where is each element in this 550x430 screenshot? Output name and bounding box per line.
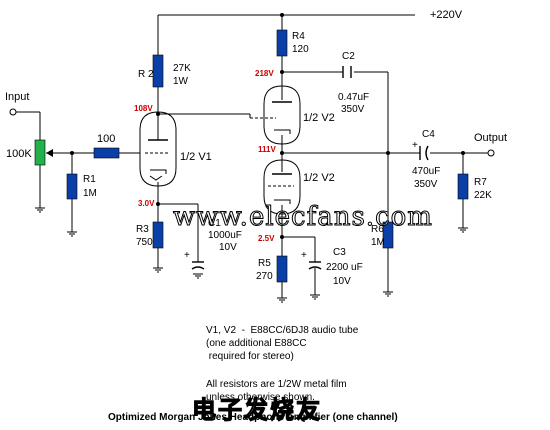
output-terminal — [487, 149, 495, 157]
r1-name: R1 — [83, 174, 96, 185]
tube-note: V1, V2 - E88CC/6DJ8 audio tube (one addi… — [206, 325, 359, 362]
c1-value: 1000uF — [208, 230, 242, 241]
capacitor-c3 — [308, 261, 322, 270]
r4-value: 120 — [292, 44, 309, 55]
tube-v2-top-label: 1/2 V2 — [303, 112, 335, 124]
resistor-r2 — [152, 54, 164, 88]
r2-value: 27K — [173, 63, 191, 74]
c1-voltage: 10V — [219, 242, 237, 253]
ground-r5 — [277, 297, 287, 303]
r3-name: R3 — [136, 224, 149, 235]
resistor-r5 — [276, 255, 288, 283]
c3-value: 2200 uF — [326, 262, 363, 273]
c4-value: 470uF — [412, 166, 440, 177]
capacitor-c4 — [419, 145, 429, 161]
tube-v2-bottom — [263, 159, 301, 215]
capacitor-c1 — [191, 261, 205, 270]
ground-c1 — [193, 273, 203, 279]
input-terminal — [9, 108, 17, 116]
c3-name: C3 — [333, 247, 346, 258]
capacitor-c2 — [340, 66, 352, 78]
voltage-111: 111V — [258, 145, 276, 154]
terminals — [9, 108, 495, 157]
svg-text:+: + — [412, 140, 418, 151]
watermark-chinese: 电子发烧友 — [192, 396, 322, 424]
ground-r6 — [383, 291, 393, 297]
c2-value: 0.47uF — [338, 92, 369, 103]
svg-text:+: + — [301, 250, 307, 261]
resistor-note: All resistors are 1/2W metal film unless… — [206, 379, 347, 403]
voltage-218: 218V — [255, 69, 274, 78]
ground-c3 — [310, 294, 320, 300]
c4-name: C4 — [422, 129, 435, 140]
resistor-r7 — [457, 173, 469, 200]
resistor-grid-100 — [93, 147, 120, 159]
polarity-marks: + + + — [184, 140, 418, 261]
r5-value: 270 — [256, 271, 273, 282]
junction-dots — [70, 13, 465, 239]
resistors — [66, 29, 469, 283]
ground-r7 — [458, 227, 468, 233]
potentiometer-icon — [34, 139, 53, 166]
c3-voltage: 10V — [333, 276, 351, 287]
voltage-108: 108V — [134, 104, 153, 113]
page-title: Optimized Morgan Jones Headphone Amplifi… — [108, 412, 398, 423]
resistor-r1 — [66, 173, 78, 200]
r1-value: 1M — [83, 188, 97, 199]
svg-text:+: + — [184, 250, 190, 261]
r6-value: 1M — [371, 237, 385, 248]
r2-power: 1W — [173, 76, 189, 87]
watermark-url: www.elecfans.com — [173, 202, 433, 232]
resistor-r4 — [276, 29, 288, 57]
voltage-3v: 3.0V — [138, 199, 155, 208]
input-label: Input — [5, 91, 29, 103]
ground-symbols — [35, 207, 468, 303]
resistor-r6 — [382, 221, 394, 249]
ground-pot — [35, 207, 45, 213]
c2-name: C2 — [342, 51, 355, 62]
tube-v1-label: 1/2 V1 — [180, 151, 212, 163]
c2-voltage: 350V — [341, 104, 365, 115]
pot-value: 100K — [6, 148, 32, 160]
r7-name: R7 — [474, 177, 487, 188]
r6-name: R6 — [371, 224, 384, 235]
r2-name: R 2 — [138, 69, 154, 80]
r5-name: R5 — [258, 258, 271, 269]
tube-v2-top — [250, 85, 301, 145]
grid-resistor-value: 100 — [97, 133, 115, 145]
tube-v2-bottom-label: 1/2 V2 — [303, 172, 335, 184]
tube-v1 — [139, 111, 177, 187]
supply-label: +220V — [430, 9, 463, 21]
capacitors — [191, 66, 429, 270]
ground-r1 — [67, 231, 77, 237]
c4-voltage: 350V — [414, 179, 438, 190]
output-label: Output — [474, 132, 507, 144]
ground-r3 — [153, 267, 163, 273]
wires — [15, 14, 488, 298]
voltage-2v5: 2.5V — [258, 234, 275, 243]
r3-value: 750 — [136, 237, 153, 248]
resistor-r3 — [152, 221, 164, 249]
r4-name: R4 — [292, 31, 305, 42]
r7-value: 22K — [474, 190, 492, 201]
c1-name: C1 — [208, 218, 221, 229]
